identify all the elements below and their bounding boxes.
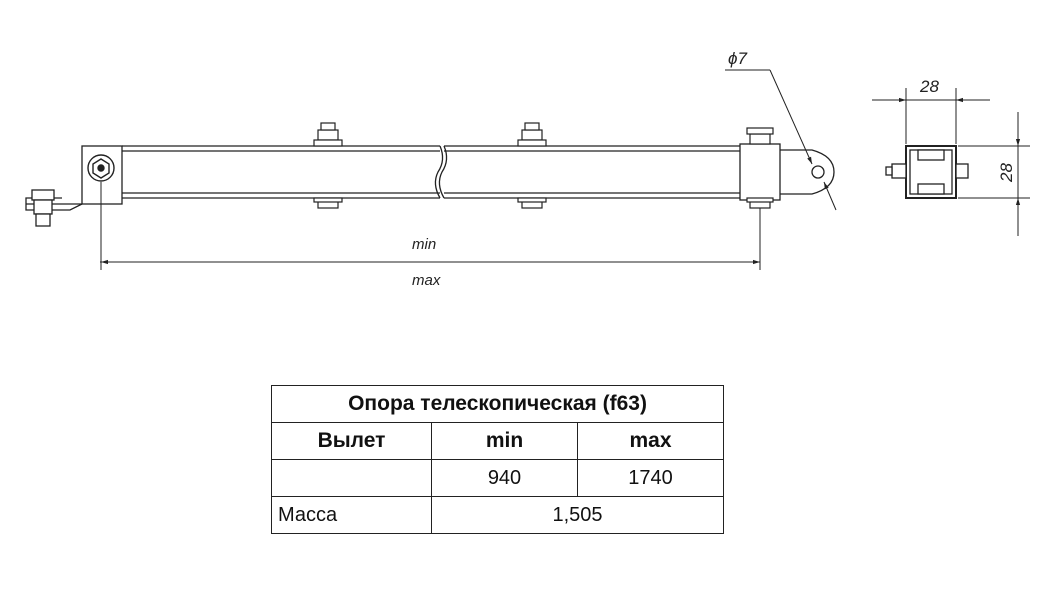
table-row: 940 1740 bbox=[271, 459, 725, 497]
hole-diameter-label: ϕ7 bbox=[728, 49, 747, 68]
hole-icon bbox=[811, 165, 825, 179]
value-max: 1740 bbox=[576, 459, 725, 497]
table-row: Вылет min max bbox=[271, 422, 725, 460]
value-min: 940 bbox=[431, 459, 578, 497]
mass-value: 1,505 bbox=[430, 496, 725, 534]
table-title: Опора телескопическая (f63) bbox=[270, 385, 725, 423]
cross-section bbox=[885, 145, 969, 199]
table-row: Опора телескопическая (f63) bbox=[270, 385, 725, 423]
header-min: min bbox=[431, 422, 578, 460]
section-width-label: 28 bbox=[919, 77, 939, 96]
dim-min-label: min bbox=[412, 236, 436, 253]
mass-label: Масса bbox=[271, 496, 432, 534]
hex-nut-icon bbox=[87, 154, 115, 182]
section-dimensions bbox=[872, 88, 1030, 236]
technical-drawing: min max ϕ7 28 28 bbox=[25, 49, 1030, 289]
dim-max-label: max bbox=[412, 272, 441, 289]
header-max: max bbox=[576, 422, 725, 460]
section-height-label: 28 bbox=[997, 163, 1016, 183]
header-vylet: Вылет bbox=[271, 422, 432, 460]
diameter-callout bbox=[725, 69, 837, 211]
spec-table: Опора телескопическая (f63) Вылет min ma… bbox=[270, 385, 725, 534]
table-row: Масса 1,505 bbox=[271, 496, 725, 534]
telescopic-tube bbox=[122, 143, 835, 201]
dimension-lines bbox=[100, 182, 761, 270]
empty-cell bbox=[271, 459, 432, 497]
bolts bbox=[313, 122, 774, 209]
